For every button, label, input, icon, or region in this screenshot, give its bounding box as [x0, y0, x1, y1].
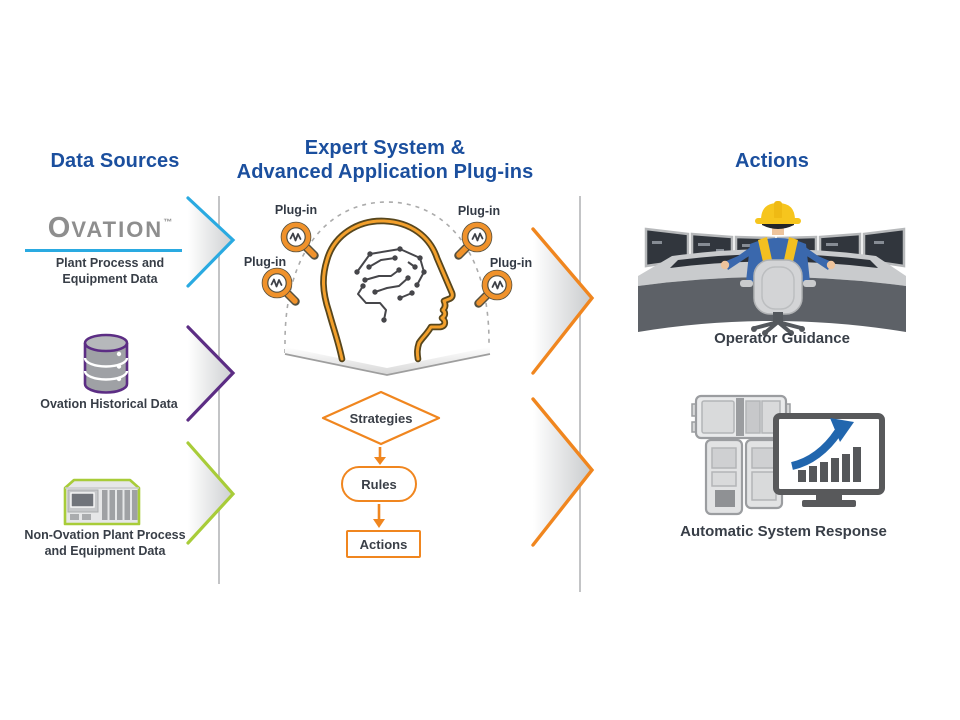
trademark-symbol: ™ — [163, 217, 173, 227]
ovation-caption: Plant Process and Equipment Data — [55, 256, 165, 286]
bar-chart — [798, 447, 861, 482]
head-circuit-brain-icon — [230, 201, 545, 376]
purple-chevron-icon — [186, 325, 236, 422]
automatic-response-caption: Automatic System Response — [680, 523, 887, 540]
plugin-magnifier-icon — [262, 268, 295, 301]
dashed-arc — [284, 201, 490, 353]
non-ovation-caption: Non-Ovation Plant Process and Equipment … — [24, 528, 186, 558]
expert-system-heading: Expert System & Advanced Application Plu… — [236, 137, 534, 183]
control-room-console-operator-icon — [638, 201, 906, 336]
center-column-divider — [579, 196, 581, 592]
strategies-diamond-shape — [321, 390, 441, 446]
strategies-label: Strategies — [349, 410, 413, 426]
orange-chevron-icon — [531, 227, 595, 375]
plugin-magnifier-icon — [459, 222, 492, 255]
ovation-logo-rest: VATION — [71, 217, 164, 242]
plugin-magnifier-icon — [281, 222, 314, 255]
machinery-and-monitor-chart-icon — [691, 394, 885, 516]
operator-guidance-caption: Operator Guidance — [714, 330, 850, 347]
funnel-bracket — [285, 347, 490, 375]
ovation-logo-first-letter: O — [47, 212, 72, 244]
ovation-underline — [25, 249, 182, 252]
historical-data-caption: Ovation Historical Data — [40, 397, 178, 411]
down-arrow-icon — [373, 504, 385, 528]
rising-arrow — [790, 429, 842, 470]
operator-chair — [740, 259, 816, 336]
plugin-label-top-left: Plug-in — [274, 203, 318, 217]
down-arrow-icon — [374, 447, 386, 465]
green-chevron-icon — [186, 441, 236, 545]
data-sources-heading: Data Sources — [50, 150, 180, 172]
actions-heading: Actions — [734, 150, 810, 172]
circuit-nodes — [354, 246, 427, 323]
actions-shape: Actions — [346, 530, 421, 558]
plc-controller-icon — [63, 478, 141, 526]
orange-chevron-icon — [531, 397, 595, 547]
chart-monitor — [773, 413, 885, 507]
circuit-brain — [356, 248, 425, 321]
cyan-chevron-icon — [186, 196, 236, 288]
rules-shape: Rules — [341, 466, 417, 502]
machinery-cabinets — [691, 394, 791, 516]
plugin-label-bottom-left: Plug-in — [243, 255, 287, 269]
plugin-label-bottom-right: Plug-in — [489, 256, 533, 270]
head-profile — [320, 217, 456, 363]
database-icon — [83, 333, 129, 394]
plugin-label-top-right: Plug-in — [457, 204, 501, 218]
plugin-magnifier-icon — [479, 270, 512, 303]
